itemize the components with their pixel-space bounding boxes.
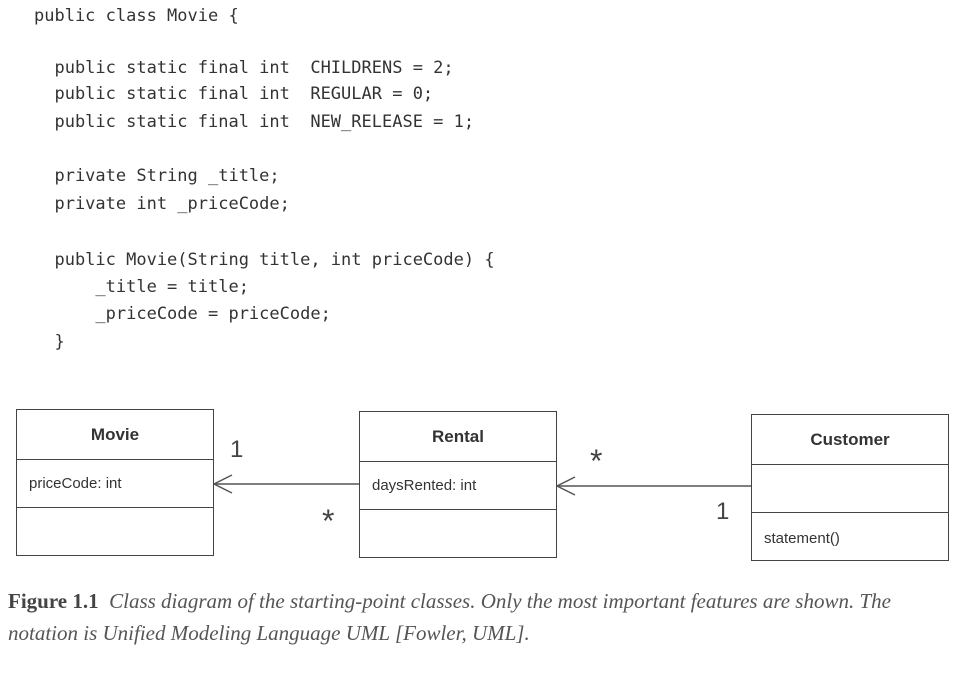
multiplicity-label: 1 <box>716 498 730 525</box>
class-operations: statement() <box>764 530 840 547</box>
arrowhead-icon <box>555 476 576 496</box>
code-line: public static final int NEW_RELEASE = 1; <box>34 112 475 132</box>
code-line: _title = title; <box>34 277 249 297</box>
multiplicity-label: * <box>322 503 335 539</box>
association-customer-rental <box>555 476 751 496</box>
class-attributes: priceCode: int <box>17 460 213 508</box>
class-name: Rental <box>360 412 556 462</box>
class-rental: Rental daysRented: int <box>359 411 557 558</box>
multiplicity-label: * <box>590 443 603 479</box>
class-name: Movie <box>17 410 213 460</box>
figure-label: Figure 1.1 <box>8 589 99 613</box>
code-line: } <box>34 332 65 352</box>
class-name: Customer <box>752 415 948 465</box>
caption-text: Class diagram of the starting-point clas… <box>8 589 891 645</box>
code-line: public static final int REGULAR = 0; <box>34 84 434 104</box>
code-line: public static final int CHILDRENS = 2; <box>34 58 454 78</box>
class-customer: Customer statement() <box>751 414 949 561</box>
association-rental-movie <box>212 474 359 494</box>
figure-caption: Figure 1.1 Class diagram of the starting… <box>8 585 960 649</box>
code-line: public Movie(String title, int priceCode… <box>34 250 495 270</box>
class-operations <box>17 508 213 555</box>
class-attributes: daysRented: int <box>360 462 556 510</box>
class-attributes <box>752 465 948 513</box>
code-line: private String _title; <box>34 166 280 186</box>
arrowhead-icon <box>212 474 233 494</box>
multiplicity-label: 1 <box>230 436 244 463</box>
code-line: _priceCode = priceCode; <box>34 304 331 324</box>
class-movie: Movie priceCode: int <box>16 409 214 556</box>
code-line: public class Movie { <box>34 6 239 26</box>
code-line: private int _priceCode; <box>34 194 290 214</box>
class-operations <box>360 510 556 557</box>
